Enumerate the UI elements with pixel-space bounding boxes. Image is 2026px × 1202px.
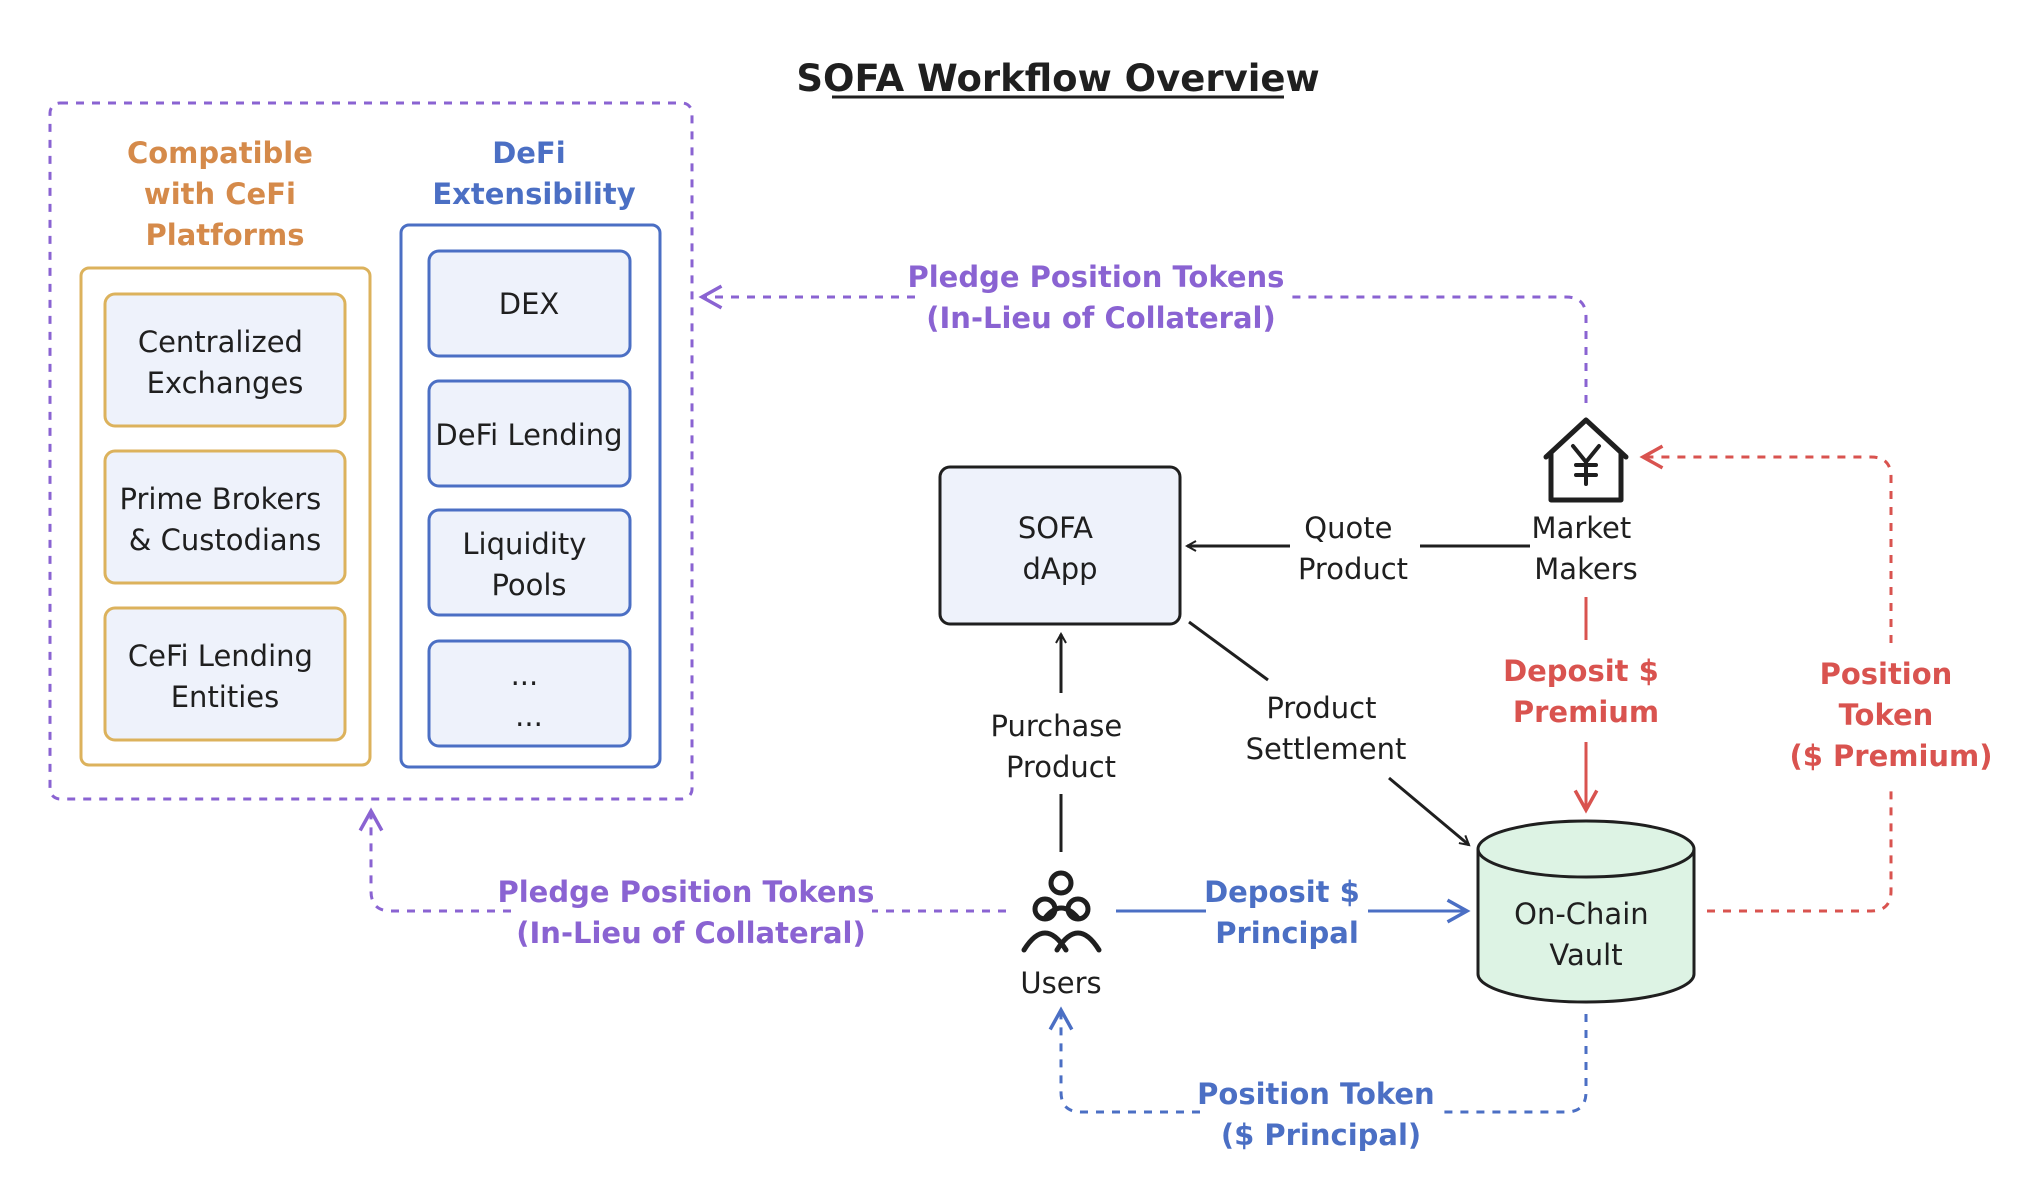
svg-text:Centralized Exchanges: Centralized Exchanges bbox=[138, 325, 312, 400]
edge-deposit-principal: Deposit $ Principal bbox=[1116, 875, 1471, 950]
edge-position-token-principal: Position Token ($ Principal) bbox=[1048, 1006, 1588, 1152]
market-makers-node: Market Makers bbox=[1532, 417, 1641, 586]
cefi-heading: Compatible with CeFi Platforms bbox=[127, 136, 323, 252]
edge-purchase-product: Purchase Product bbox=[991, 634, 1132, 852]
svg-text:SOFA dApp: SOFA dApp bbox=[1018, 511, 1102, 586]
defi-item-defi-lending: DeFi Lending bbox=[427, 379, 632, 488]
edge-product-settlement: Product Settlement bbox=[1188, 620, 1469, 845]
users-group-icon bbox=[1021, 870, 1102, 953]
svg-text:Deposit $ Principal: Deposit $ Principal bbox=[1204, 875, 1370, 950]
svg-text:Pledge Position Tokens (: Pledge Position Tokens (In-Lieu of Colla… bbox=[907, 260, 1294, 335]
svg-text:CeFi Lending Entities: CeFi Lending Entities bbox=[128, 639, 322, 714]
defi-item-more: ... ... bbox=[427, 639, 632, 748]
svg-text:Deposit $ Premium: Deposit $ Premium bbox=[1503, 654, 1669, 729]
edge-pledge-top: Pledge Position Tokens (In-Lieu of Colla… bbox=[698, 260, 1588, 403]
svg-text:Product Settlement: Product Settlement bbox=[1246, 691, 1407, 766]
edge-position-token-premium: Position Token ($ Premium) bbox=[1639, 444, 1993, 913]
svg-text:Quote Product: Quote Product bbox=[1298, 511, 1408, 586]
bank-yen-icon bbox=[1543, 417, 1629, 503]
svg-text:Liquidity Pools: Liquidity Pools bbox=[462, 527, 595, 602]
cefi-item-prime-brokers: Prime Brokers & Custodians bbox=[103, 449, 347, 585]
page-title: SOFA Workflow Overview bbox=[796, 57, 1319, 100]
svg-text:Users: Users bbox=[1020, 966, 1101, 1000]
svg-text:Pledge Position Tokens (: Pledge Position Tokens (In-Lieu of Colla… bbox=[497, 875, 884, 950]
defi-item-liquidity-pools: Liquidity Pools bbox=[427, 508, 632, 617]
defi-heading: DeFi Extensibility bbox=[432, 136, 635, 211]
cefi-item-centralized-exchanges: Centralized Exchanges bbox=[103, 292, 347, 428]
svg-text:Prime Brokers & Custodia: Prime Brokers & Custodians bbox=[119, 482, 330, 557]
svg-text:... ...: ... ... bbox=[511, 658, 548, 733]
platforms-container bbox=[48, 101, 694, 801]
defi-item-dex: DEX bbox=[427, 249, 632, 358]
svg-text:On-Chain Vault: On-Chain Vault bbox=[1514, 897, 1658, 972]
svg-text:Position Token ($: Position Token ($ Premium) bbox=[1789, 657, 1992, 773]
users-node: Users bbox=[1020, 870, 1102, 1000]
defi-group bbox=[399, 223, 662, 769]
svg-text:DeFi Lending: DeFi Lending bbox=[435, 418, 622, 452]
on-chain-vault-node: On-Chain Vault bbox=[1476, 819, 1696, 1004]
svg-text:Purchase Product: Purchase Product bbox=[991, 709, 1132, 784]
svg-text:Market Makers: Market Makers bbox=[1532, 511, 1641, 586]
cefi-group bbox=[79, 266, 372, 767]
edge-pledge-bottom: Pledge Position Tokens (In-Lieu of Colla… bbox=[358, 807, 1006, 950]
edge-quote-product: Quote Product bbox=[1187, 511, 1530, 586]
svg-text:DEX: DEX bbox=[499, 287, 560, 321]
edge-deposit-premium: Deposit $ Premium bbox=[1503, 597, 1669, 814]
cefi-item-lending-entities: CeFi Lending Entities bbox=[103, 606, 347, 742]
svg-text:Position Token ($ Princi: Position Token ($ Principal) bbox=[1197, 1077, 1445, 1152]
sofa-dapp-node: SOFA dApp bbox=[938, 465, 1182, 626]
